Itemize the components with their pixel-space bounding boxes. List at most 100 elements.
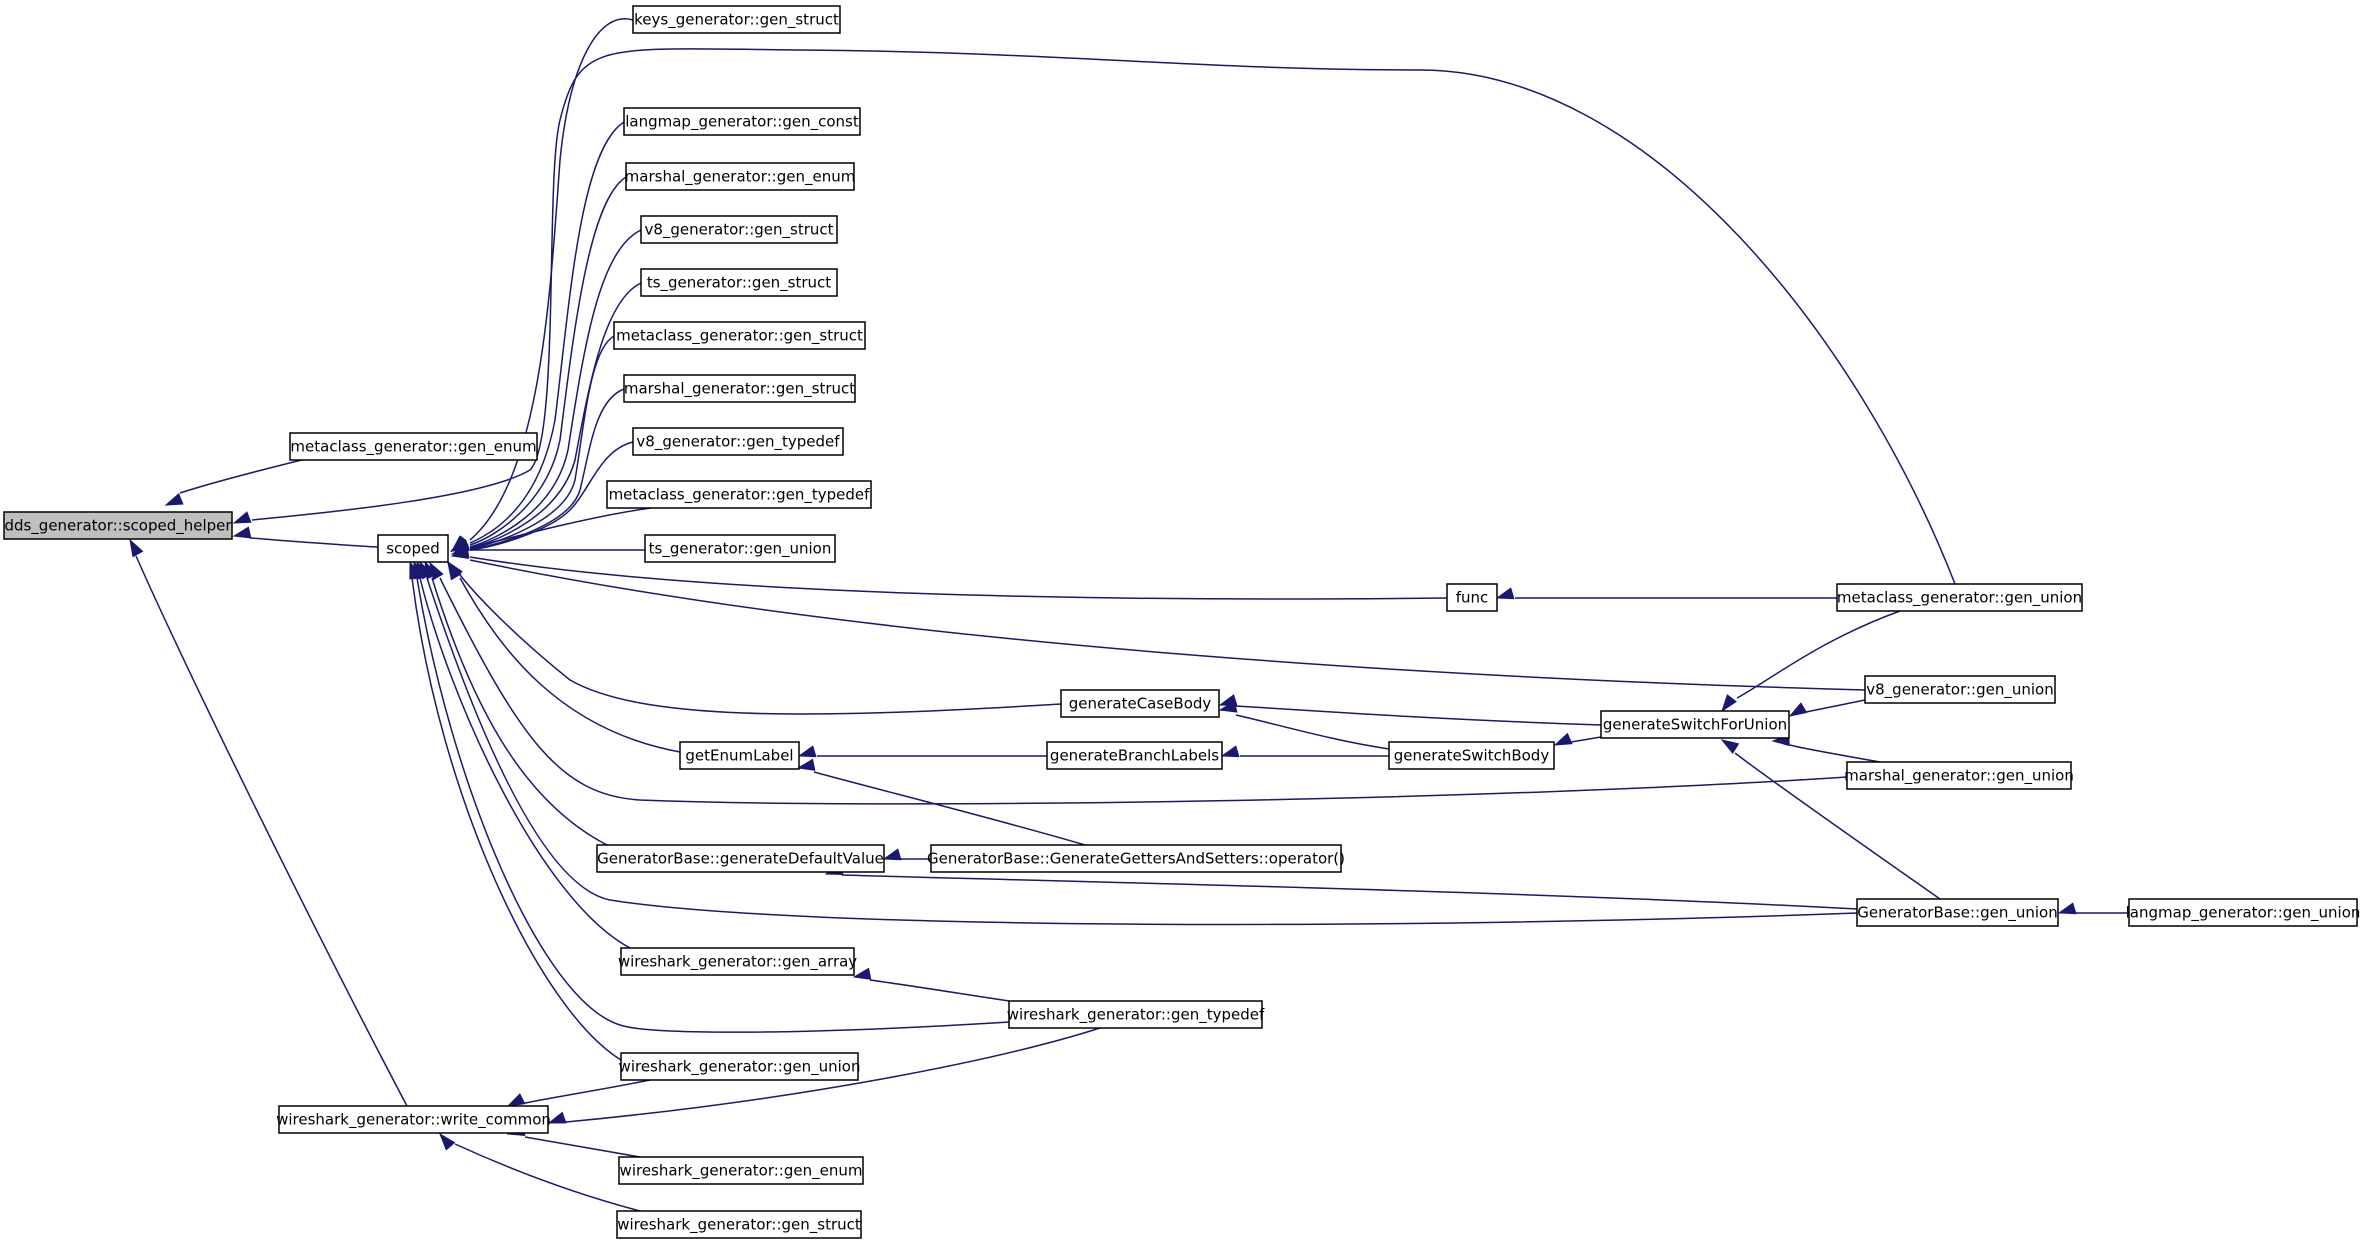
node-box [1046,741,1223,770]
node-box [606,480,872,509]
edge-line [1736,610,1901,699]
edge-line [869,979,1010,1002]
edge-line [469,176,627,546]
node-box [616,1210,862,1239]
arrowhead-icon [796,758,816,771]
node-func[interactable]: func [1446,583,1498,612]
edge-lm_const-to-scoped [450,121,625,552]
node-root[interactable]: dds_generator::scoped_helper [3,511,233,540]
edge-v8_union-to-scoped [450,546,1866,691]
edge-line [431,577,608,846]
node-v8-struct[interactable]: v8_generator::gen_struct [640,215,838,244]
edge-meta_union-to-gen_switch [1721,610,1901,713]
node-gb-getters[interactable]: GeneratorBase::GenerateGettersAndSetters… [927,844,1345,873]
node-meta-typedef[interactable]: metaclass_generator::gen_typedef [606,480,872,509]
node-label: wireshark_generator::gen_struct [617,1216,861,1235]
node-meta-union[interactable]: metaclass_generator::gen_union [1836,583,2083,612]
node-label: ts_generator::gen_union [649,540,832,559]
edge-gb_default-to-scoped [424,560,608,846]
node-v8-union[interactable]: v8_generator::gen_union [1864,675,2056,704]
edge-line [1570,736,1602,743]
node-box [620,947,855,976]
node-scoped[interactable]: scoped [377,534,449,563]
arrowhead-icon [1218,700,1238,713]
edge-line [469,282,642,549]
node-gen-switch[interactable]: generateSwitchForUnion [1600,710,1790,739]
node-box [1388,741,1555,770]
node-ws-common[interactable]: wireshark_generator::write_common [276,1105,551,1134]
edge-line [469,388,625,551]
arrowhead-icon [232,511,252,524]
node-label: scoped [386,540,440,558]
arrowhead-icon [2057,902,2077,915]
arrowhead-icon [506,1093,526,1107]
arrowhead-icon [1495,587,1515,600]
node-v8-typedef[interactable]: v8_generator::gen_typedef [632,427,844,456]
arrowhead-icon [164,492,184,506]
node-gen-branch[interactable]: generateBranchLabels [1046,741,1223,770]
node-label: marshal_generator::gen_enum [625,168,856,187]
node-meta-enum[interactable]: metaclass_generator::gen_enum [289,432,538,461]
edge-line [469,335,615,550]
node-label: wireshark_generator::gen_union [619,1058,861,1077]
edge-meta_typedef-to-scoped [450,507,652,552]
edge-mar_enum-to-scoped [450,176,627,552]
edge-line [469,18,634,541]
node-box [623,107,861,136]
edge-line [135,555,408,1107]
edge-line [1235,705,1602,726]
edge-gb_getters-to-get_enum [796,758,1086,846]
node-box [930,844,1342,873]
edge-ws_union-to-ws_common [506,1079,651,1107]
node-mar-union[interactable]: marshal_generator::gen_union [1844,761,2074,790]
node-meta-struct[interactable]: metaclass_generator::gen_struct [613,321,866,350]
node-ts-struct[interactable]: ts_generator::gen_struct [640,268,838,297]
node-mar-enum[interactable]: marshal_generator::gen_enum [625,162,856,191]
node-label: func [1456,589,1489,607]
arrowhead-icon [1720,739,1740,755]
node-lm-const[interactable]: langmap_generator::gen_const [623,107,861,136]
node-ws-struct[interactable]: wireshark_generator::gen_struct [616,1210,862,1239]
edge-gen_body-to-gen_case [1218,700,1390,750]
edge-line [469,507,652,549]
node-ws-array[interactable]: wireshark_generator::gen_array [618,947,857,976]
node-box [644,534,836,563]
node-mar-struct[interactable]: marshal_generator::gen_struct [623,374,856,403]
node-label: ts_generator::gen_struct [647,274,831,293]
arrowhead-icon [1553,732,1573,746]
arrowhead-icon [852,967,872,980]
node-gb-default[interactable]: GeneratorBase::generateDefaultValue [596,844,885,873]
node-label: keys_generator::gen_struct [634,11,839,30]
node-gen-body[interactable]: generateSwitchBody [1388,741,1555,770]
node-gen-case[interactable]: generateCaseBody [1060,689,1220,718]
node-keys-struct[interactable]: keys_generator::gen_struct [632,5,841,34]
arrowhead-icon [409,560,422,580]
edge-line [411,577,622,1061]
node-box [3,511,233,540]
node-box [625,162,855,191]
node-lm-union[interactable]: langmap_generator::gen_union [2126,898,2361,927]
node-box [1600,710,1790,739]
node-label: generateBranchLabels [1050,747,1219,765]
edge-line [469,441,634,551]
node-ts-union[interactable]: ts_generator::gen_union [644,534,836,563]
node-ws-typedef[interactable]: wireshark_generator::gen_typedef [1007,1000,1265,1029]
node-label: langmap_generator::gen_const [625,113,859,132]
node-ws-union[interactable]: wireshark_generator::gen_union [619,1052,861,1081]
node-box [618,1156,864,1185]
node-label: GeneratorBase::GenerateGettersAndSetters… [927,850,1345,868]
edge-line [251,48,1956,585]
edge-lm_union-to-gb_union [2057,902,2129,915]
node-label: wireshark_generator::gen_typedef [1007,1006,1265,1025]
node-box [632,427,844,456]
edge-line [524,1136,641,1158]
arrowhead-icon [1220,745,1240,758]
node-box [1446,583,1498,612]
node-get-enum[interactable]: getEnumLabel [679,741,800,770]
node-ws-enum[interactable]: wireshark_generator::gen_enum [618,1156,864,1185]
node-gb-union[interactable]: GeneratorBase::gen_union [1856,898,2059,927]
node-box [1060,689,1220,718]
node-box [1856,898,2059,927]
edge-line [439,577,1848,805]
node-label: dds_generator::scoped_helper [4,517,232,536]
